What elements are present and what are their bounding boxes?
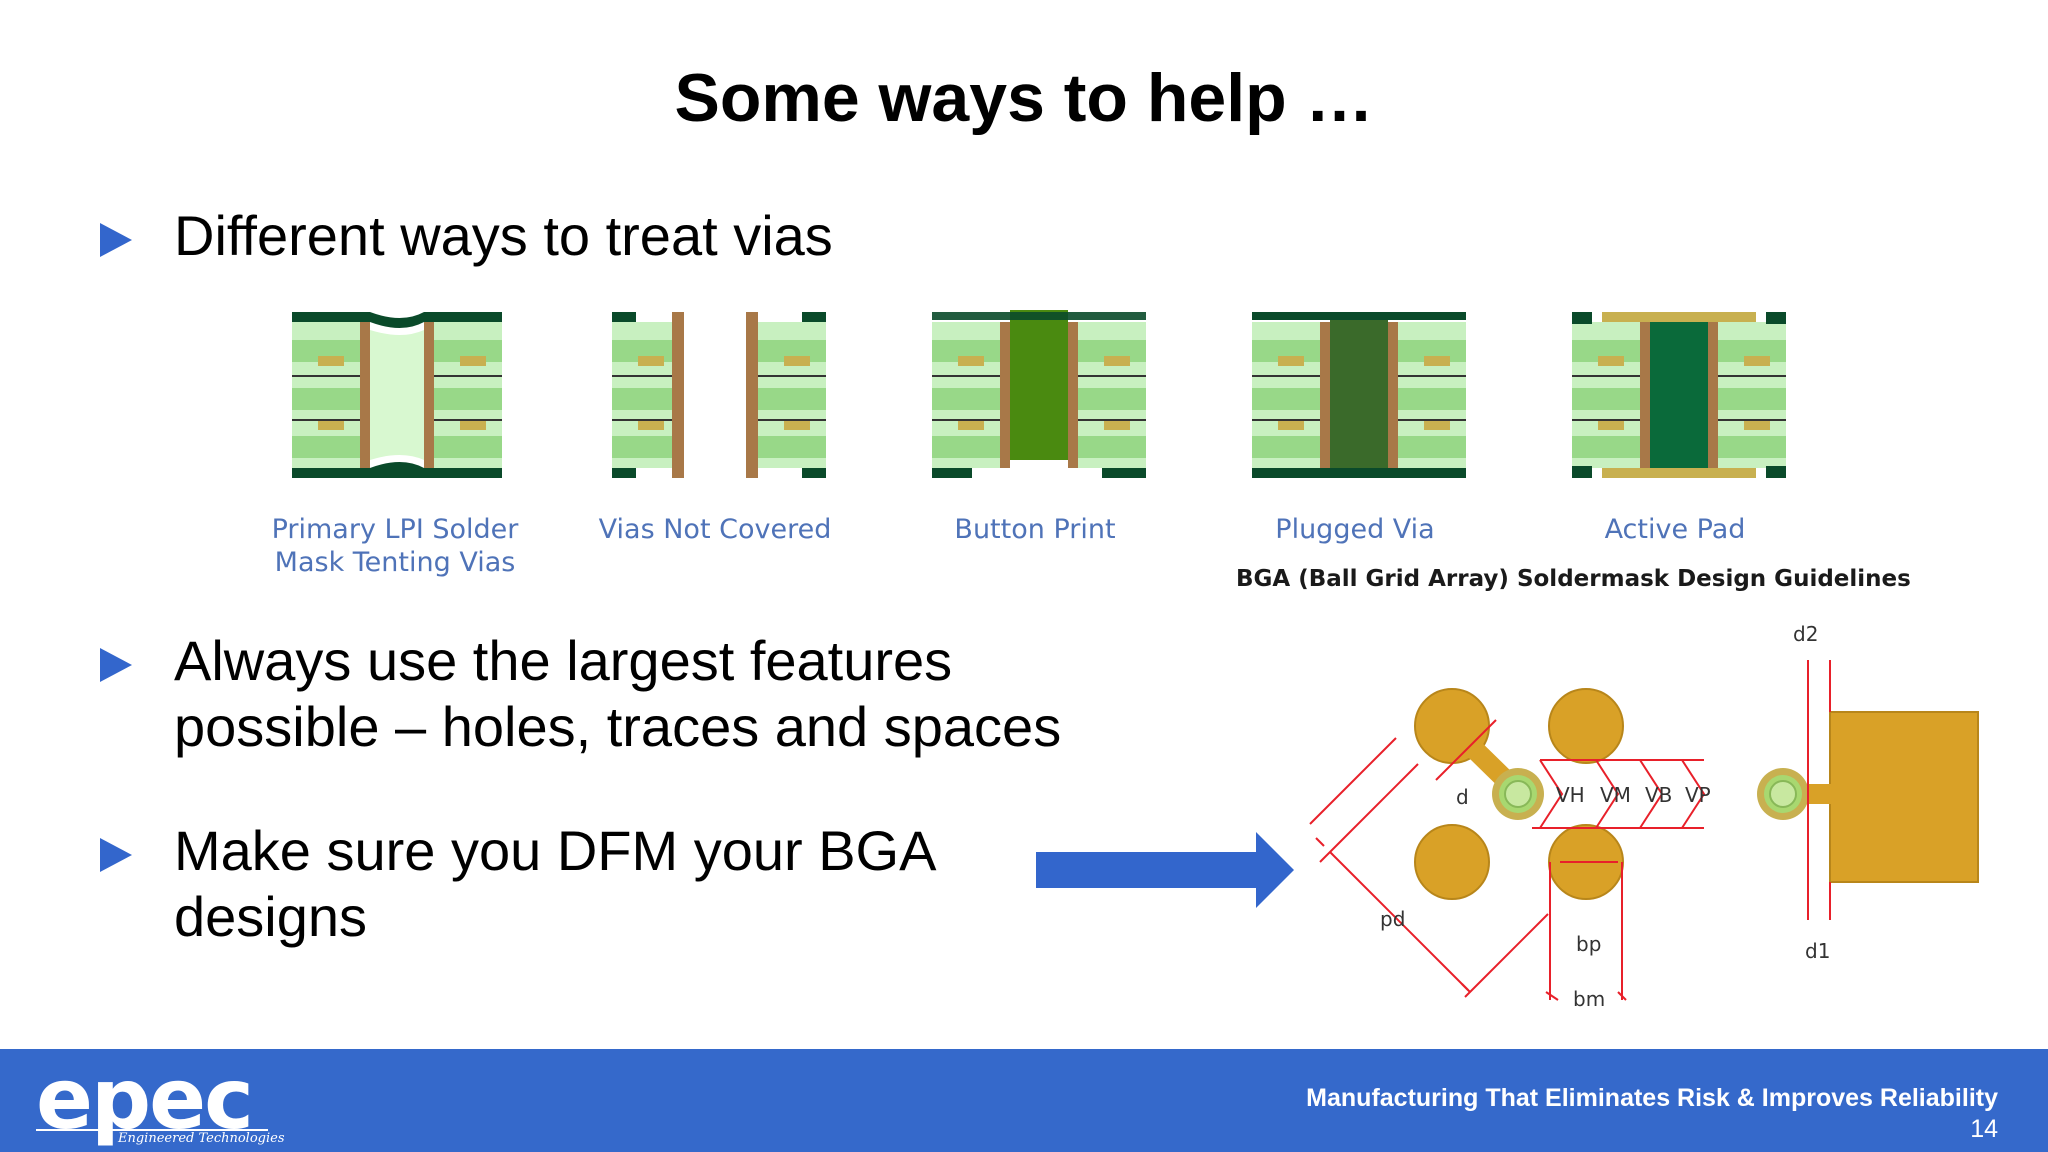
dim-label-pd: pd: [1380, 907, 1405, 931]
bullet-triangle-icon: [100, 838, 132, 872]
label-button-print: Button Print: [954, 514, 1116, 545]
bullet-text: Make sure you DFM your BGA designs: [174, 819, 937, 948]
dim-label-d1: d1: [1805, 939, 1830, 963]
via-active-pad-diagram: [1571, 312, 1787, 478]
label-tented-vias: Primary LPI Solder Mask Tenting Vias: [271, 514, 519, 578]
logo-subtext: Engineered Technologies: [118, 1131, 285, 1146]
bullet-text: Different ways to treat vias: [174, 204, 833, 267]
label-active-pad: Active Pad: [1604, 514, 1746, 545]
via-button-print-diagram: [931, 310, 1147, 478]
bga-ball: [1414, 824, 1490, 900]
bullet-largest-features: Always use the largest features possible…: [100, 628, 1150, 760]
dim-label-vp: VP: [1685, 783, 1711, 807]
dim-label-d2: d2: [1793, 622, 1818, 646]
footer-bar: epec Engineered Technologies Manufacturi…: [0, 1049, 2048, 1152]
logo-underline: [36, 1129, 268, 1131]
epec-logo: epec: [36, 1050, 254, 1148]
bga-ball: [1548, 688, 1624, 764]
page-number: 14: [1970, 1115, 1998, 1143]
dim-label-vb: VB: [1645, 783, 1672, 807]
via-tented-diagram: [291, 312, 503, 478]
bullet-text: Always use the largest features possible…: [174, 629, 1062, 758]
dim-label-vh: VH: [1556, 783, 1585, 807]
dim-label-d: d: [1456, 785, 1469, 809]
bullet-vias: Different ways to treat vias: [100, 203, 833, 269]
dim-label-bm: bm: [1573, 987, 1605, 1011]
right-arrow-icon: [1036, 832, 1294, 908]
via-not-covered-diagram: [611, 312, 827, 478]
bullet-dfm-bga: Make sure you DFM your BGA designs: [100, 818, 1000, 950]
bullet-triangle-icon: [100, 648, 132, 682]
slide-title: Some ways to help …: [674, 60, 1374, 136]
bga-dfm-diagram: d2 d VH VM VB VP pd bp bm d1: [1309, 622, 1979, 1011]
footer-tagline: Manufacturing That Eliminates Risk & Imp…: [1306, 1084, 1998, 1112]
label-vias-not-covered: Vias Not Covered: [598, 514, 832, 545]
smd-pad: [1829, 711, 1979, 883]
bga-guidelines-caption: BGA (Ball Grid Array) Soldermask Design …: [1236, 566, 1911, 592]
via-treatments-figure: [291, 310, 1787, 478]
dim-label-vm: VM: [1600, 783, 1631, 807]
dim-label-bp: bp: [1576, 932, 1601, 956]
via-plugged-diagram: [1251, 312, 1467, 478]
bullet-triangle-icon: [100, 223, 132, 257]
label-plugged-via: Plugged Via: [1275, 514, 1435, 545]
